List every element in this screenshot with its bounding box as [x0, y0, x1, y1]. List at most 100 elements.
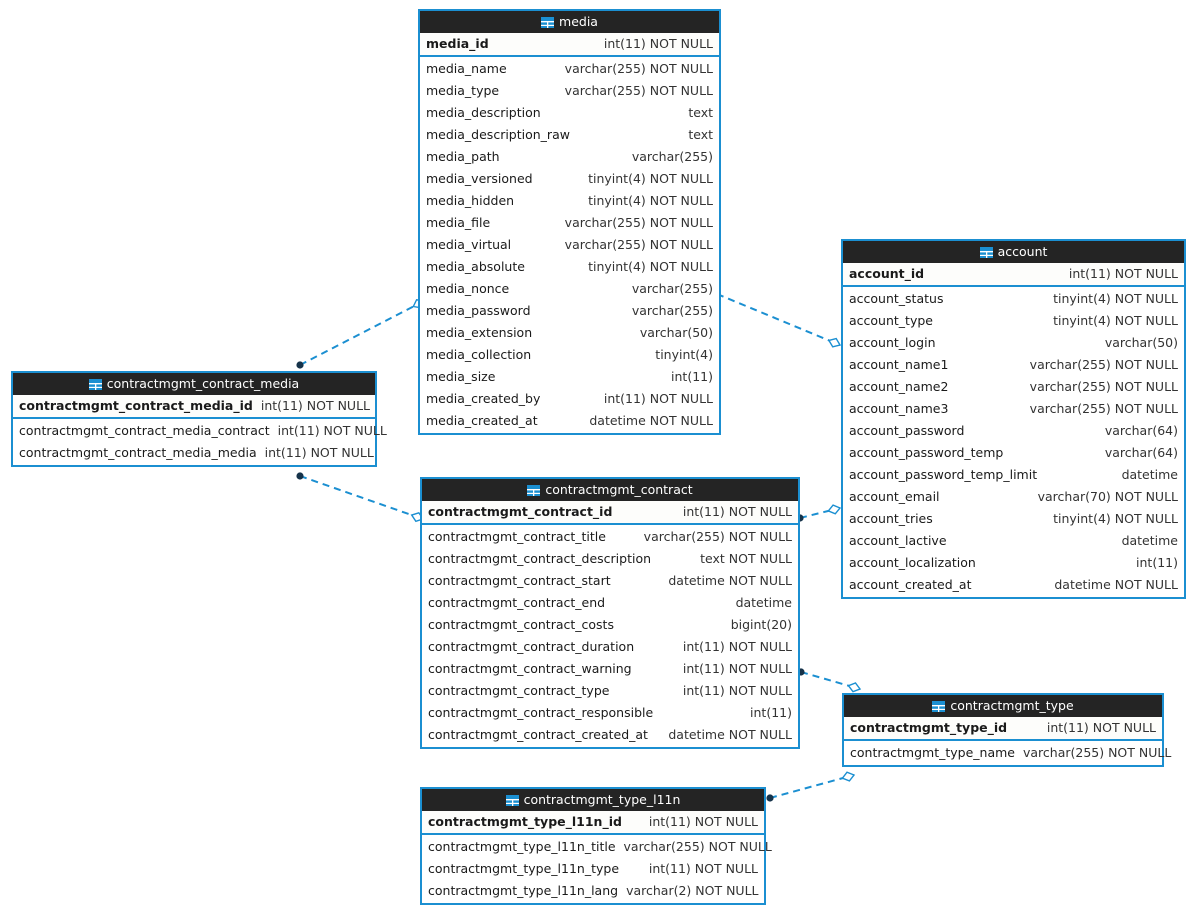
attribute-name: media_extension	[426, 325, 533, 340]
relationship-line[interactable]	[299, 475, 424, 520]
table-icon	[541, 16, 555, 28]
entity-header[interactable]: contractmgmt_type_l11n	[422, 789, 764, 811]
entity-header[interactable]: contractmgmt_contract_media	[13, 373, 375, 395]
relationship-diamond-marker	[847, 682, 862, 693]
entity-title: media	[559, 14, 598, 29]
attribute-type: tinyint(4) NOT NULL	[588, 259, 713, 274]
attribute-name: account_password_temp_limit	[849, 467, 1038, 482]
relationship-line[interactable]	[799, 507, 841, 519]
entity-title: contractmgmt_type	[950, 698, 1074, 713]
relationship-line[interactable]	[769, 774, 855, 799]
relationship-diamond-marker	[827, 504, 842, 515]
primary-key-name: contractmgmt_contract_id	[428, 504, 613, 519]
attribute-type: int(11) NOT NULL	[682, 683, 792, 698]
attribute-row[interactable]: media_file varchar(255) NOT NULL	[420, 212, 719, 234]
attribute-name: media_collection	[426, 347, 532, 362]
attribute-name: media_absolute	[426, 259, 525, 274]
relationship-line[interactable]	[716, 293, 841, 346]
entity-header[interactable]: contractmgmt_type	[844, 695, 1162, 717]
attribute-name: contractmgmt_contract_title	[428, 529, 606, 544]
entity-header[interactable]: media	[420, 11, 719, 33]
attribute-type: varchar(255) NOT NULL	[564, 215, 713, 230]
attribute-name: contractmgmt_contract_created_at	[428, 727, 648, 742]
attribute-row[interactable]: media_absolute tinyint(4) NOT NULL	[420, 256, 719, 278]
entity-header[interactable]: contractmgmt_contract	[422, 479, 798, 501]
relationship-line[interactable]	[800, 671, 861, 690]
attribute-name: media_name	[426, 61, 507, 76]
attribute-type: varchar(255) NOT NULL	[1029, 401, 1178, 416]
attribute-name: media_file	[426, 215, 491, 230]
attribute-name: contractmgmt_type_l11n_title	[428, 839, 616, 854]
attribute-type: varchar(255) NOT NULL	[564, 237, 713, 252]
relationship-line[interactable]	[299, 300, 425, 366]
attribute-name: media_nonce	[426, 281, 510, 296]
entity-header[interactable]: account	[843, 241, 1184, 263]
attribute-name: contractmgmt_type_name	[850, 745, 1015, 760]
attribute-type: varchar(70) NOT NULL	[1037, 489, 1178, 504]
attribute-type: text	[688, 127, 713, 142]
attribute-type: varchar(255)	[631, 149, 713, 164]
attribute-name: account_name2	[849, 379, 949, 394]
attribute-type: varchar(64)	[1104, 423, 1178, 438]
primary-key-name: media_id	[426, 36, 489, 51]
